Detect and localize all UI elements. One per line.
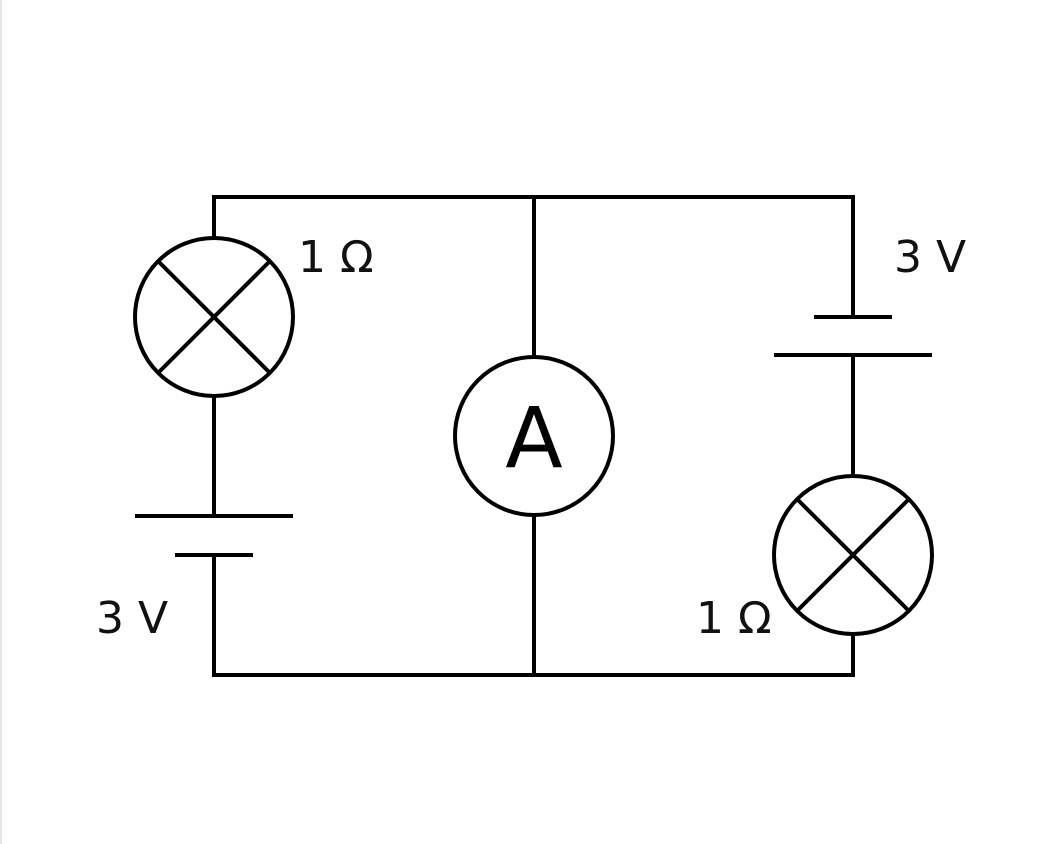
ammeter-symbol: A: [505, 389, 562, 487]
battery-right: [774, 315, 932, 357]
page-edge: [0, 0, 2, 844]
lamp-right-resistance-label: 1 Ω: [696, 593, 772, 644]
battery-right-voltage-label: 3 V: [894, 232, 966, 283]
lamp-left-resistance-label: 1 Ω: [298, 232, 374, 283]
lamp-right: [772, 474, 934, 636]
battery-left: [135, 514, 293, 557]
lamp-left: [133, 236, 295, 398]
battery-left-voltage-label: 3 V: [96, 593, 168, 644]
ammeter: A: [453, 355, 615, 517]
